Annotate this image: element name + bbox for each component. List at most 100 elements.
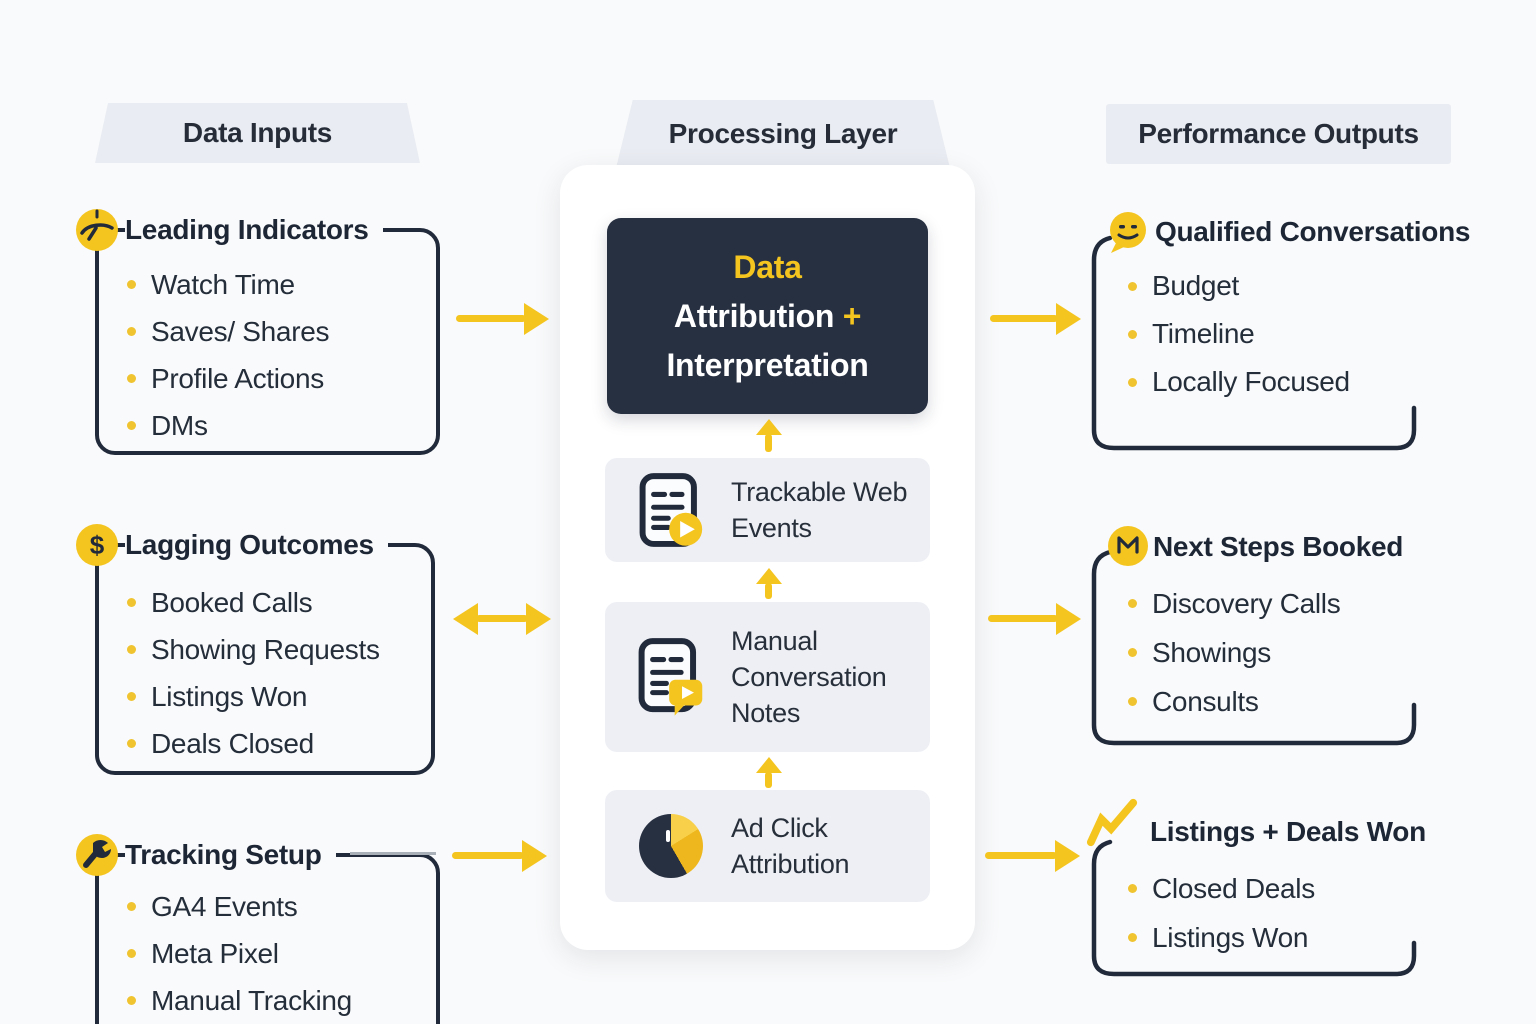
envelope-icon [1108, 526, 1148, 566]
bullet-dot [127, 327, 136, 336]
svg-text:$: $ [90, 530, 105, 560]
smiley-chat-icon [1110, 212, 1146, 253]
bullet-dot [127, 421, 136, 430]
bullet-dot [1128, 933, 1137, 942]
qualified-conversations-list: Budget Timeline Locally Focused [1128, 262, 1350, 406]
list-item: Saves/ Shares [127, 308, 330, 355]
list-item-label: Closed Deals [1152, 872, 1315, 904]
tracking-setup-box: Tracking Setup GA4 Events Meta Pixel Man… [76, 834, 440, 1024]
list-item: Manual Tracking [127, 977, 352, 1024]
list-item-label: GA4 Events [151, 890, 298, 922]
list-item: Locally Focused [1128, 358, 1350, 406]
leading-indicators-box: Leading Indicators Watch Time Saves/ Sha… [76, 209, 440, 455]
wrench-icon [76, 834, 118, 876]
bullet-dot [127, 374, 136, 383]
list-item-label: Showing Requests [151, 633, 380, 665]
list-item: Showing Requests [127, 626, 380, 673]
pie-chart-icon [639, 814, 703, 878]
list-item: DMs [127, 402, 329, 449]
list-item-label: Showings [1152, 636, 1272, 668]
bullet-dot [1128, 329, 1137, 339]
document-play-icon [639, 473, 703, 547]
stage-icon-wrap [635, 814, 707, 878]
listings-deals-won-list: Closed Deals Listings Won [1128, 864, 1315, 962]
box-title: Lagging Outcomes [125, 526, 388, 564]
list-item: Listings Won [127, 673, 380, 720]
box-title: Tracking Setup [125, 836, 336, 874]
list-item-label: Booked Calls [151, 586, 313, 618]
bullet-dot [1128, 697, 1137, 706]
list-item: Discovery Calls [1128, 579, 1341, 628]
bullet-dot [127, 598, 136, 607]
data-inputs-header: Data Inputs [95, 103, 420, 163]
panel-line-3: Interpretation [666, 347, 869, 383]
lagging-outcomes-box: $ Lagging Outcomes Booked Calls Showing … [76, 524, 435, 775]
bullet-dot [1128, 599, 1137, 608]
trackable-web-events-card: Trackable Web Events [605, 458, 930, 562]
bullet-dot [127, 949, 136, 958]
list-item-label: Meta Pixel [151, 937, 279, 969]
list-item: Watch Time [127, 261, 329, 308]
bullet-dot [127, 692, 136, 701]
bullet-dot [1128, 281, 1137, 291]
list-item: Listings Won [1128, 913, 1315, 962]
dollar-icon: $ [76, 524, 118, 566]
bullet-dot [1128, 884, 1137, 893]
up-arrow [765, 772, 772, 788]
flow-arrow-processing-to-outputs [985, 852, 1057, 859]
list-item-label: Watch Time [151, 268, 295, 300]
stage-label: Ad Click Attribution [731, 813, 850, 879]
bullet-dot [127, 739, 136, 748]
qualified-conversations-border [1091, 235, 1417, 451]
tracking-setup-list: GA4 Events Meta Pixel Manual Tracking [127, 883, 352, 1024]
flow-arrow-processing-to-outputs [990, 315, 1058, 322]
bullet-dot [1128, 648, 1137, 657]
bullet-dot [1128, 377, 1137, 387]
next-steps-booked-list: Discovery Calls Showings Consults [1128, 579, 1341, 726]
bullet-dot [127, 996, 136, 1005]
flow-arrow-bidirectional [476, 615, 528, 622]
panel-line-1: Data [733, 249, 802, 285]
box-title: Qualified Conversations [1155, 216, 1471, 247]
gauge-icon [76, 209, 118, 251]
list-item: Closed Deals [1128, 864, 1315, 913]
box-title: Next Steps Booked [1153, 531, 1404, 562]
list-item: Profile Actions [127, 355, 329, 402]
bullet-dot [127, 280, 136, 289]
list-item-label: Profile Actions [151, 362, 324, 394]
trend-arrow-icon [1086, 798, 1138, 847]
lagging-outcomes-list: Booked Calls Showing Requests Listings W… [127, 579, 380, 767]
list-item-label: Budget [1152, 270, 1239, 301]
next-steps-booked-border [1091, 549, 1417, 746]
list-item-label: Deals Closed [151, 727, 314, 759]
processing-layer-header: Processing Layer [616, 100, 950, 168]
list-item-label: Timeline [1152, 318, 1255, 349]
list-item-label: Locally Focused [1152, 366, 1350, 397]
stage-label: Manual Conversation Notes [731, 626, 887, 728]
up-arrow [765, 583, 772, 599]
flow-arrow-processing-to-outputs [988, 615, 1058, 622]
stage-icon-wrap [635, 471, 707, 549]
data-attribution-panel: Data Attribution + Interpretation [607, 218, 928, 414]
performance-outputs-header: Performance Outputs [1106, 104, 1451, 164]
flow-arrow-tracking-to-processing [452, 852, 524, 859]
box-title: Leading Indicators [125, 211, 383, 249]
box-title: Listings + Deals Won [1150, 816, 1426, 847]
list-item: Deals Closed [127, 720, 380, 767]
leading-indicators-list: Watch Time Saves/ Shares Profile Actions… [127, 261, 330, 449]
list-item: Consults [1128, 677, 1340, 726]
up-arrow [765, 434, 772, 452]
listings-deals-won-border [1091, 839, 1417, 977]
list-item: Booked Calls [127, 579, 380, 626]
document-chat-icon [638, 638, 703, 716]
list-item-label: Listings Won [151, 680, 308, 712]
flow-arrow-inputs-to-processing [456, 315, 526, 322]
panel-plus-sign: + [842, 298, 862, 334]
list-item-label: DMs [151, 409, 208, 441]
list-item-label: Listings Won [1152, 921, 1309, 953]
list-item-label: Discovery Calls [1152, 587, 1341, 619]
list-item: Meta Pixel [127, 930, 352, 977]
list-item: Showings [1128, 628, 1340, 677]
stage-label: Trackable Web Events [731, 477, 908, 543]
